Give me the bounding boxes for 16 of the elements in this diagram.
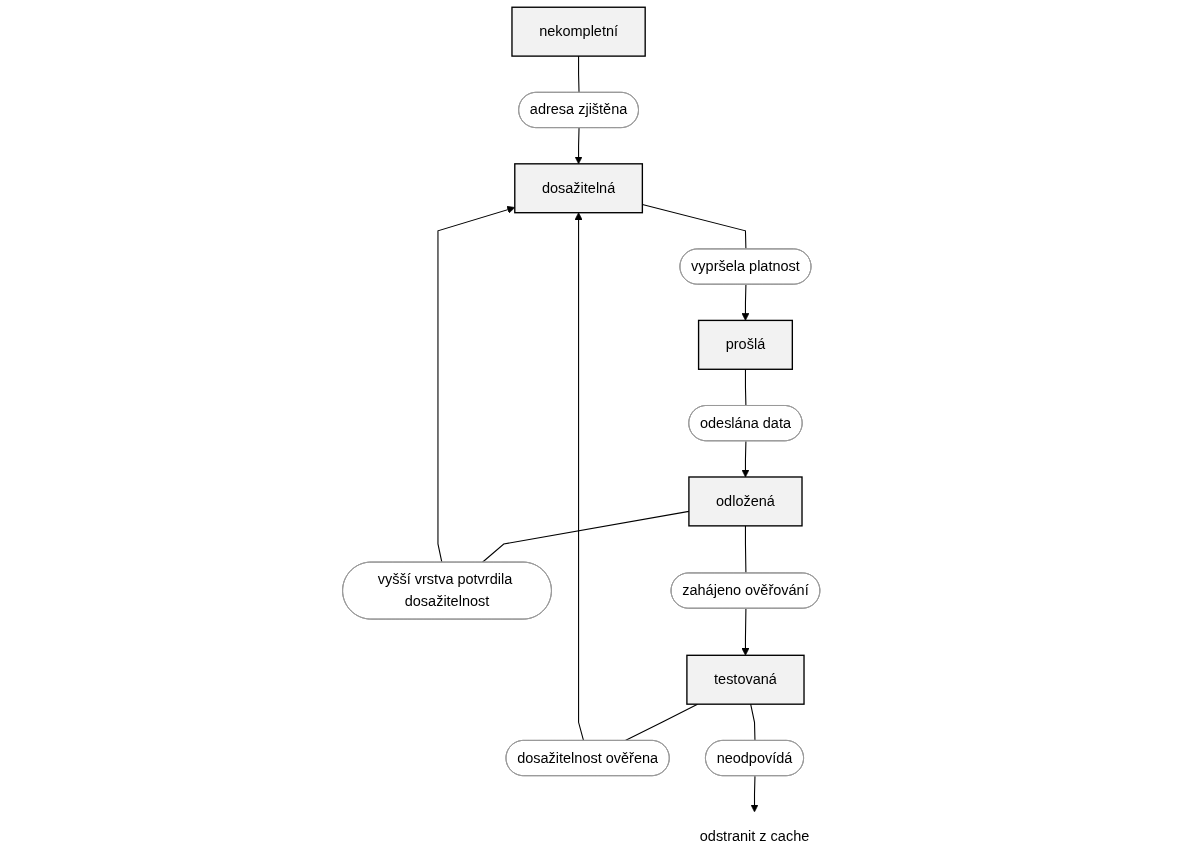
arrow bbox=[741, 608, 750, 656]
node-box: odložená bbox=[688, 476, 803, 527]
connector bbox=[750, 703, 756, 742]
node-box: testovaná bbox=[686, 654, 805, 705]
arrow bbox=[741, 284, 750, 321]
connector bbox=[744, 525, 747, 574]
node-text: odstranit z cache bbox=[699, 828, 810, 844]
node-box: nekompletní bbox=[511, 6, 646, 57]
connector bbox=[744, 368, 747, 407]
arrow bbox=[741, 440, 750, 478]
arrow bbox=[574, 212, 585, 742]
node-box: prošlá bbox=[697, 319, 793, 370]
arrow bbox=[750, 775, 759, 813]
node-box: dosažitelná bbox=[514, 163, 644, 214]
arrow bbox=[574, 127, 583, 165]
connector bbox=[578, 55, 580, 94]
